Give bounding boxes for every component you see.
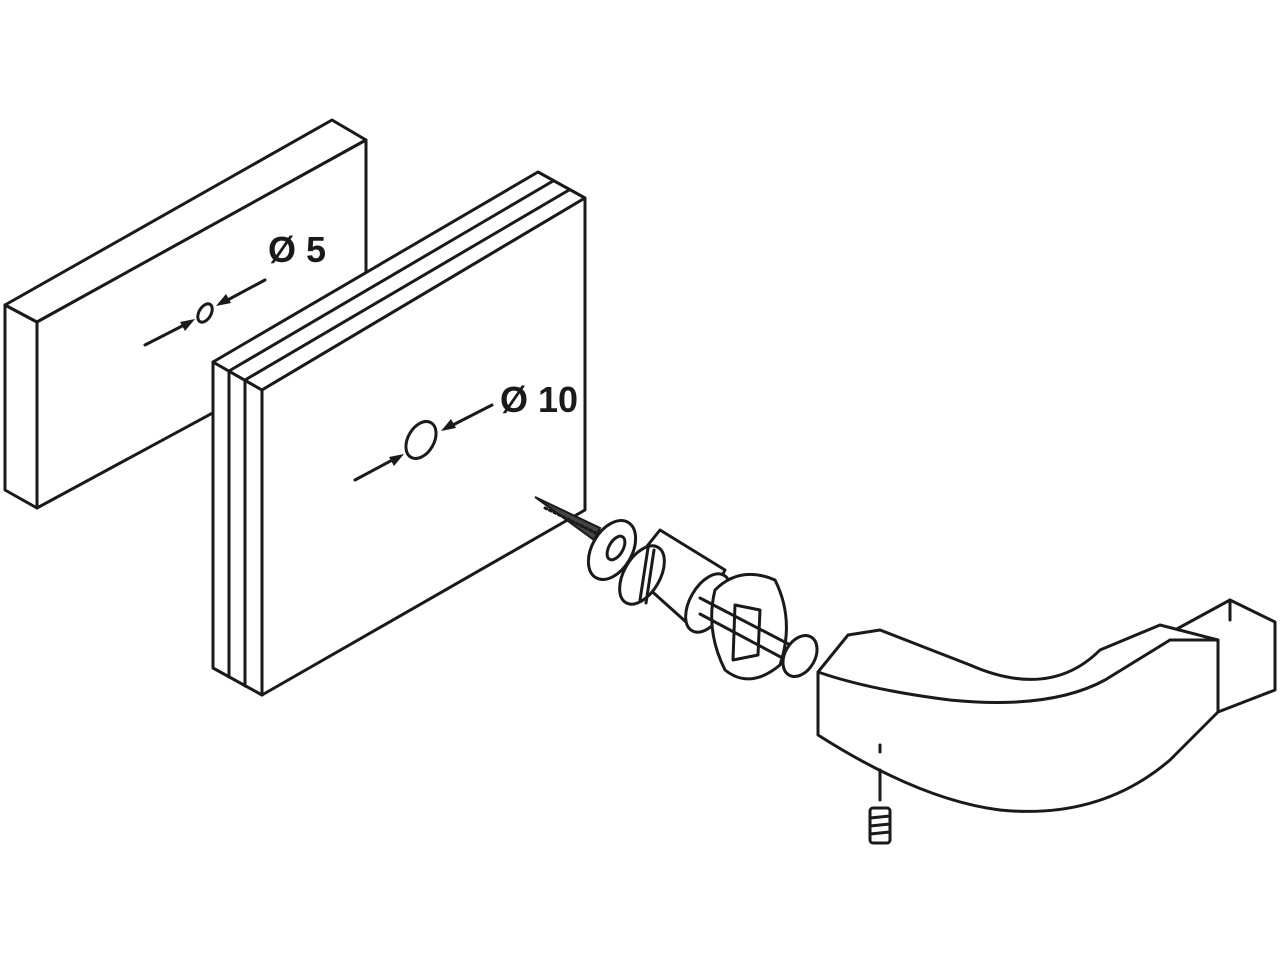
grub-screw <box>868 806 892 845</box>
lever-handle <box>816 598 1277 813</box>
hole-10mm <box>404 420 438 460</box>
mounting-ring <box>698 572 819 681</box>
dimension-arrows-10 <box>353 403 494 482</box>
front-rose-plate: Ø 10 <box>211 170 587 697</box>
dimension-arrows-5 <box>143 278 267 347</box>
washer <box>586 519 638 581</box>
dimension-label-5: Ø 5 <box>268 229 326 270</box>
hole-5mm <box>196 302 214 324</box>
back-rose-plate: Ø 5 <box>3 118 368 510</box>
dimension-label-10: Ø 10 <box>500 379 578 420</box>
spindle-end <box>781 634 819 678</box>
